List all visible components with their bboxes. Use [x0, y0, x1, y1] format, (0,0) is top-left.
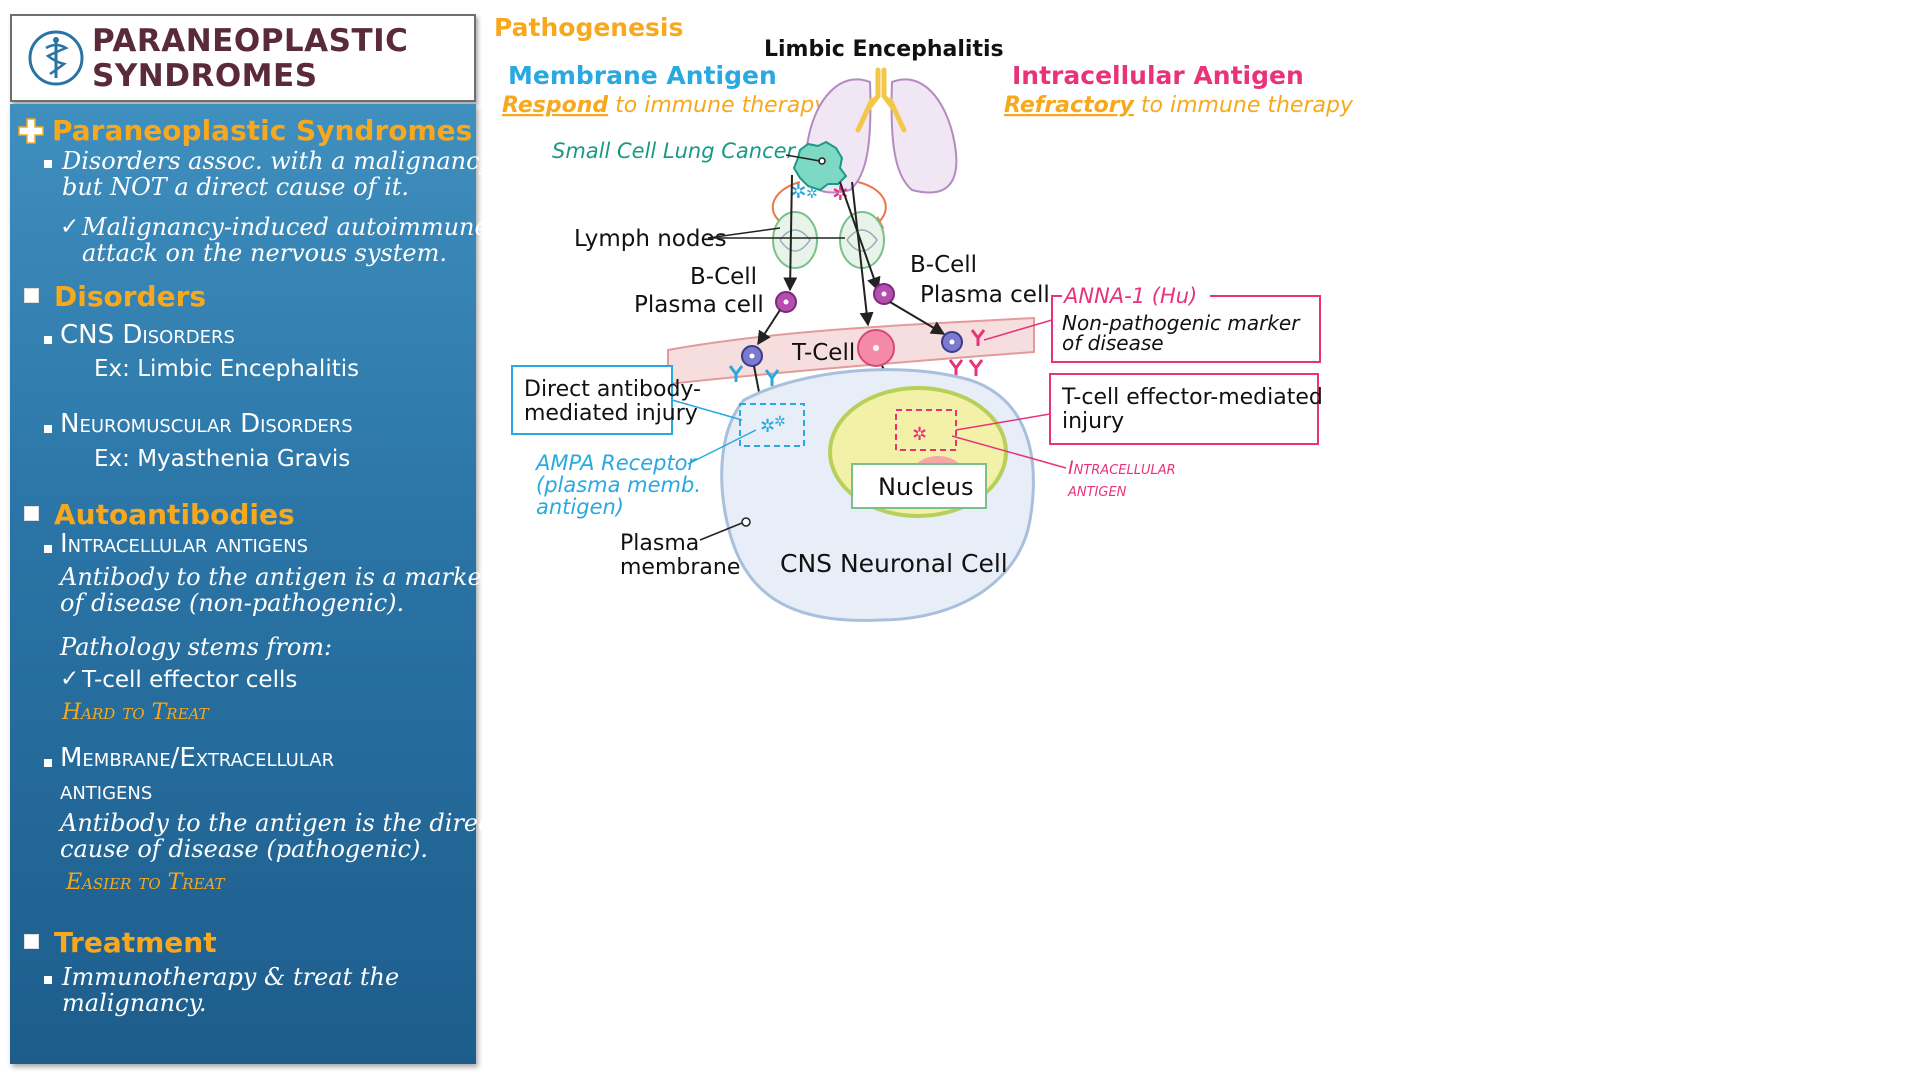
ampa-receptor-label-1: AMPA Receptor: [534, 451, 698, 475]
intracellular-star-icon: ✲: [912, 424, 927, 445]
page-title: PARANEOPLASTIC SYNDROMES: [92, 24, 408, 94]
anna-1-title: ANNA-1 (Hu): [1062, 284, 1197, 308]
tcell-injury-box: [1049, 373, 1319, 445]
sidebar-text: Pathology stems from:: [60, 633, 333, 661]
square-bullet-icon: [24, 288, 39, 303]
section-heading-disorders: Disorders: [54, 280, 207, 313]
direct-antibody-label-2: mediated injury: [524, 401, 698, 426]
sidebar-text: antigens: [60, 776, 153, 806]
bullet-icon: [44, 160, 52, 168]
sidebar-text: Intracellular antigens: [60, 529, 308, 559]
t-cell-label: T-Cell: [791, 340, 855, 366]
square-bullet-icon: [24, 934, 39, 949]
sidebar-text: Immunotherapy & treat the: [62, 963, 400, 991]
plasma-membrane-label-1: Plasma: [620, 531, 699, 556]
b-cell-right-label: B-Cell: [910, 252, 977, 278]
intracellular-antigen-title: Intracellular Antigen: [1012, 61, 1304, 90]
sidebar-text: Disorders assoc. with a malignancy: [62, 147, 494, 175]
plasma-cell-left-label: Plasma cell: [634, 292, 764, 318]
ampa-star-icon: ✲: [774, 414, 786, 430]
plasma-membrane-label-2: membrane: [620, 555, 740, 580]
bullet-icon: [44, 336, 52, 344]
ampa-receptor-label-3: antigen): [536, 495, 624, 519]
ampa-receptor-region: [739, 403, 805, 447]
sidebar-text: Malignancy-induced autoimmune: [82, 213, 489, 241]
bullet-icon: [44, 425, 52, 433]
title-card: PARANEOPLASTIC SYNDROMES: [10, 14, 476, 102]
checkmark-icon: ✓: [60, 214, 80, 240]
sidebar-text: T-cell effector cells: [82, 667, 298, 693]
tcell-injury-label-2: injury: [1062, 409, 1124, 434]
lymph-node-right: [839, 211, 885, 269]
pathogenesis-heading: Pathogenesis: [494, 13, 683, 42]
tcell-injury-label-1: T-cell effector-mediated: [1061, 385, 1323, 410]
membrane-antigen-star-icon: ✲: [806, 186, 818, 202]
small-cell-lung-cancer-tumor: [792, 140, 848, 192]
sidebar-text: Ex: Myasthenia Gravis: [94, 446, 351, 472]
section-heading-paraneoplastic: Paraneoplastic Syndromes: [52, 114, 473, 147]
membrane-antigen-subtitle: Respond to immune therapy: [502, 93, 828, 118]
respond-word: Respond: [502, 93, 608, 118]
sclc-label: Small Cell Lung Cancer: [552, 139, 797, 163]
sidebar-text: of disease (non-pathogenic).: [60, 589, 405, 617]
sidebar-text: attack on the nervous system.: [82, 239, 447, 267]
anna-1-desc-2: of disease: [1062, 331, 1164, 355]
limbic-encephalitis-label: Limbic Encephalitis: [764, 37, 1004, 62]
title-line-1: PARANEOPLASTIC: [92, 23, 409, 59]
direct-antibody-label-1: Direct antibody-: [524, 377, 701, 402]
bullet-icon: [44, 545, 52, 553]
intracellular-antigen-label-1: Intracellular: [1068, 457, 1176, 479]
sidebar-text: Antibody to the antigen is the direct: [60, 809, 502, 837]
intracellular-antibodies-icon: [948, 329, 986, 376]
sidebar-text: malignancy.: [62, 989, 207, 1017]
lymph-node-left: [772, 211, 818, 269]
direct-antibody-injury-box: [511, 365, 673, 435]
sidebar-text: Neuromuscular Disorders: [60, 409, 353, 439]
section-heading-autoantibodies: Autoantibodies: [54, 498, 295, 531]
sidebar-text: CNS Disorders: [60, 320, 235, 350]
nucleus-label: Nucleus: [878, 473, 974, 501]
anna-1-desc-1: Non-pathogenic marker: [1062, 311, 1301, 335]
sidebar-panel: Paraneoplastic Syndromes Disorders assoc…: [10, 104, 501, 1064]
ampa-receptor-label-2: (plasma memb.: [536, 473, 701, 497]
refractory-word: Refractory: [1004, 93, 1136, 118]
bullet-icon: [44, 976, 52, 984]
sidebar-text: Antibody to the antigen is a marker: [60, 563, 494, 591]
plasma-cell-right-label: Plasma cell: [920, 282, 1050, 308]
membrane-antibodies-icon: [728, 365, 780, 386]
intracellular-antigen-subtitle: Refractory to immune therapy: [1004, 93, 1354, 118]
plus-icon: [18, 118, 44, 144]
title-line-2: SYNDROMES: [92, 58, 318, 94]
easier-to-treat-label: Easier to Treat: [66, 870, 225, 895]
cns-neuronal-cell-label: CNS Neuronal Cell: [780, 549, 1008, 578]
lymph-nodes-label: Lymph nodes: [574, 226, 727, 252]
respond-rest: to immune therapy: [608, 93, 828, 118]
refractory-rest: to immune therapy: [1134, 93, 1354, 118]
intracellular-antigen-label-2: antigen: [1067, 479, 1127, 501]
intracellular-antigen-star-icon: ✲: [832, 181, 849, 205]
square-bullet-icon: [24, 506, 39, 521]
section-heading-treatment: Treatment: [54, 926, 217, 959]
sidebar-text: Ex: Limbic Encephalitis: [94, 356, 360, 382]
sidebar-text: but NOT a direct cause of it.: [62, 173, 410, 201]
sidebar-text: Membrane/Extracellular: [60, 743, 335, 773]
checkmark-icon: ✓: [60, 666, 80, 692]
sidebar-text: cause of disease (pathogenic).: [60, 835, 429, 863]
bullet-icon: [44, 759, 52, 767]
membrane-antigen-title: Membrane Antigen: [508, 61, 777, 90]
b-cell-left-label: B-Cell: [690, 264, 757, 290]
ampa-star-icon: ✲: [760, 416, 775, 437]
membrane-antigen-star-icon: ✲: [790, 179, 807, 203]
hard-to-treat-label: Hard to Treat: [62, 700, 209, 725]
caduceus-logo-icon: [28, 30, 84, 86]
nucleus-label-box: [851, 463, 987, 509]
